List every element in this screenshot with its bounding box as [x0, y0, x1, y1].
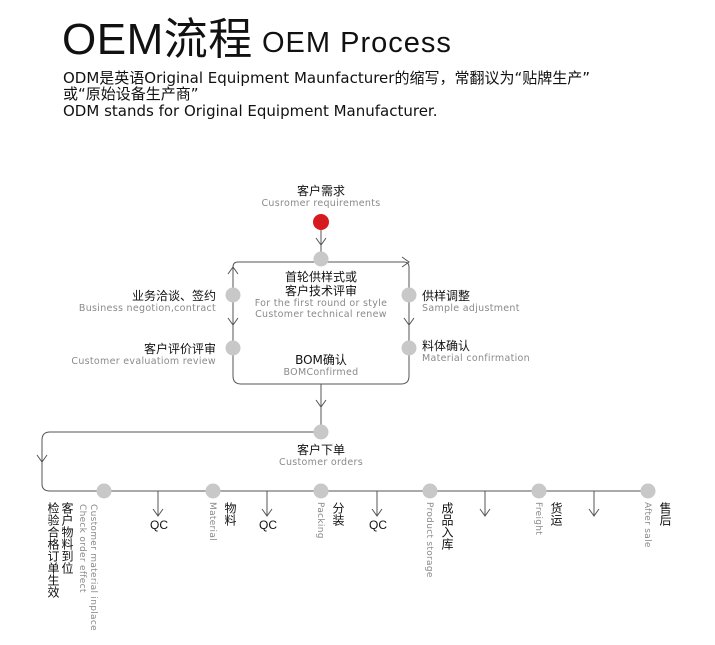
node-freight — [531, 483, 547, 499]
intro-line-2: 或“原始设备生产商” — [63, 85, 199, 103]
qc-tick-3 — [371, 491, 383, 517]
node-customer-evaluation — [225, 340, 241, 356]
node-check-order — [96, 483, 112, 499]
label-check-order: 客户物料到位 检验合格订单生效 — [46, 502, 74, 598]
qc-tick-2 — [261, 491, 273, 517]
label-packing: 分装 Packing — [315, 502, 345, 539]
intro-line-1: ODM是英语Original Equipment Maunfacturer的缩写… — [63, 69, 590, 87]
tick-4 — [479, 491, 491, 517]
qc-tick-1 — [152, 491, 164, 517]
arrow-right-icon — [401, 256, 410, 268]
label-after-sale: 售后 After sale — [642, 502, 672, 548]
qc-label-1: QC — [150, 518, 168, 532]
start-node — [313, 214, 329, 230]
arrow-down-icon — [227, 317, 239, 326]
label-material-confirmation: 料体确认 Material confirmation — [422, 339, 530, 364]
label-product-storage: 成品入库 Product storage — [424, 502, 454, 578]
node-material-confirmation — [401, 340, 417, 356]
tick-5 — [588, 491, 600, 517]
label-customer-requirements: 客户需求 Cusromer requirements — [261, 184, 381, 209]
node-packing — [313, 483, 329, 499]
node-business-negotiation — [225, 287, 241, 303]
arrow-down-icon — [403, 317, 415, 326]
negotiation-loop — [232, 261, 410, 385]
label-first-round: 首轮供样式或 客户技术评审 For the first round or sty… — [254, 270, 388, 320]
page-subtitle: OEM Process — [262, 27, 452, 59]
label-check-order-en: Customer material inplace Check order ef… — [77, 504, 98, 631]
arrow-down-icon — [315, 399, 327, 408]
node-material — [205, 483, 221, 499]
arrow-down-icon — [36, 454, 48, 463]
label-sample-adjustment: 供样调整 Sample adjustment — [422, 289, 520, 314]
intro-line-3: ODM stands for Original Equipment Manufa… — [63, 102, 438, 120]
arrow-down-icon — [315, 237, 327, 246]
node-sample-adjustment — [401, 287, 417, 303]
node-customer-orders — [313, 424, 329, 440]
label-customer-evaluation: 客户评价评审 Customer evaluatiom review — [71, 342, 216, 367]
node-after-sale — [640, 483, 656, 499]
label-material: 物料 Material — [207, 502, 237, 541]
label-bom-confirmed: BOM确认 BOMConfirmed — [283, 353, 359, 378]
arrow-up-icon — [227, 266, 239, 275]
label-freight: 货运 Freight — [533, 502, 563, 536]
label-business-negotiation: 业务洽谈、签约 Business negotion,contract — [78, 289, 216, 314]
node-first-round — [313, 251, 329, 267]
label-customer-orders: 客户下单 Customer orders — [279, 443, 363, 468]
qc-label-2: QC — [259, 518, 277, 532]
page-title: OEM流程 — [62, 15, 253, 64]
qc-label-3: QC — [369, 518, 387, 532]
node-product-storage — [422, 483, 438, 499]
